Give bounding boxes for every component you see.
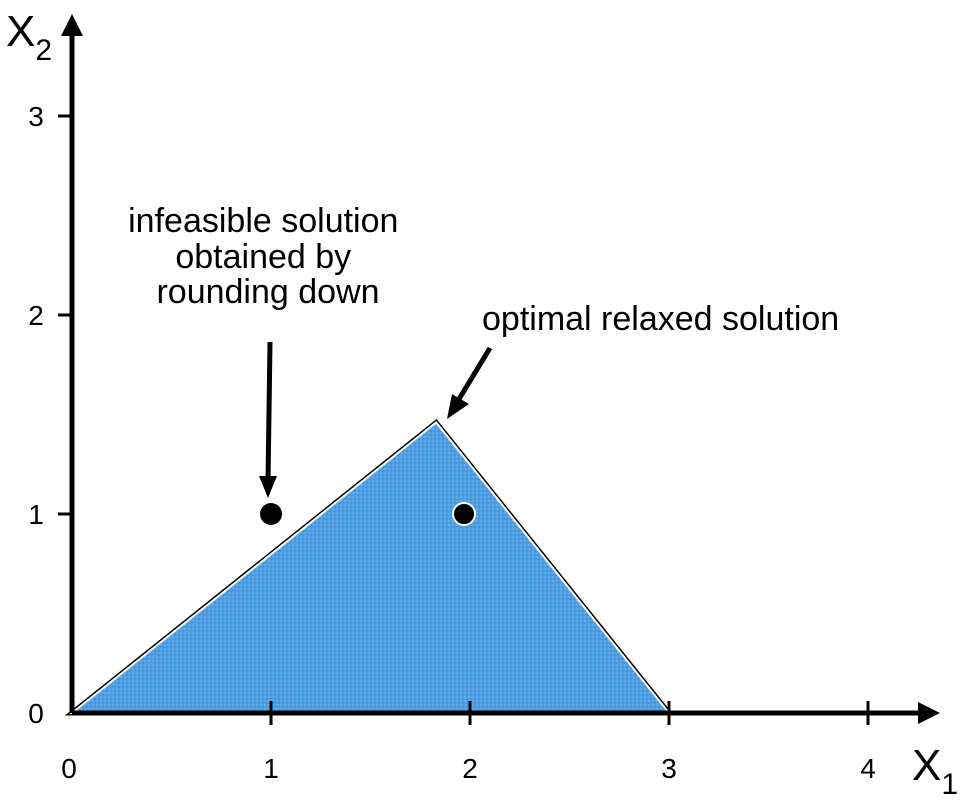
y-ticks: 0 1 2 3 (28, 101, 72, 729)
infeasible-line-2: obtained by (175, 238, 351, 276)
x-tick-label: 1 (263, 753, 279, 784)
optimal-arrow (453, 346, 493, 406)
optimal-arrowhead (447, 394, 469, 419)
infeasible-arrow (263, 341, 274, 487)
y-axis-title-main: X (6, 7, 35, 56)
y-axis-title-subscript: 2 (35, 34, 52, 67)
y-tick-label: 0 (28, 698, 44, 729)
infeasible-line-1: infeasible solution (128, 202, 398, 240)
y-tick-label: 2 (28, 300, 44, 331)
x-ticks: 0 1 2 3 4 (61, 701, 876, 784)
feasible-region (69, 421, 672, 714)
x-axis-arrowhead (918, 702, 940, 724)
optimal-annotation: optimal relaxed solution (482, 300, 839, 338)
rounded-down-point (260, 503, 282, 525)
y-axis-arrowhead (61, 14, 83, 36)
y-axis-title: X2 (6, 7, 52, 67)
y-tick-label: 3 (28, 101, 44, 132)
x-tick-label: 4 (860, 753, 876, 784)
integer-point (452, 502, 477, 526)
x-tick-label: 3 (661, 753, 677, 784)
x-tick-label: 0 (61, 753, 77, 784)
y-tick-label: 1 (28, 499, 44, 530)
infeasible-arrowhead (259, 476, 277, 498)
infeasible-line-3: rounding down (156, 273, 379, 311)
x-axis-title: X1 (912, 741, 958, 801)
x-axis-title-main: X (912, 741, 941, 790)
x-axis-title-subscript: 1 (941, 768, 958, 801)
x-tick-label: 2 (462, 753, 478, 784)
infeasible-annotation: infeasible solution obtained by rounding… (128, 202, 408, 311)
